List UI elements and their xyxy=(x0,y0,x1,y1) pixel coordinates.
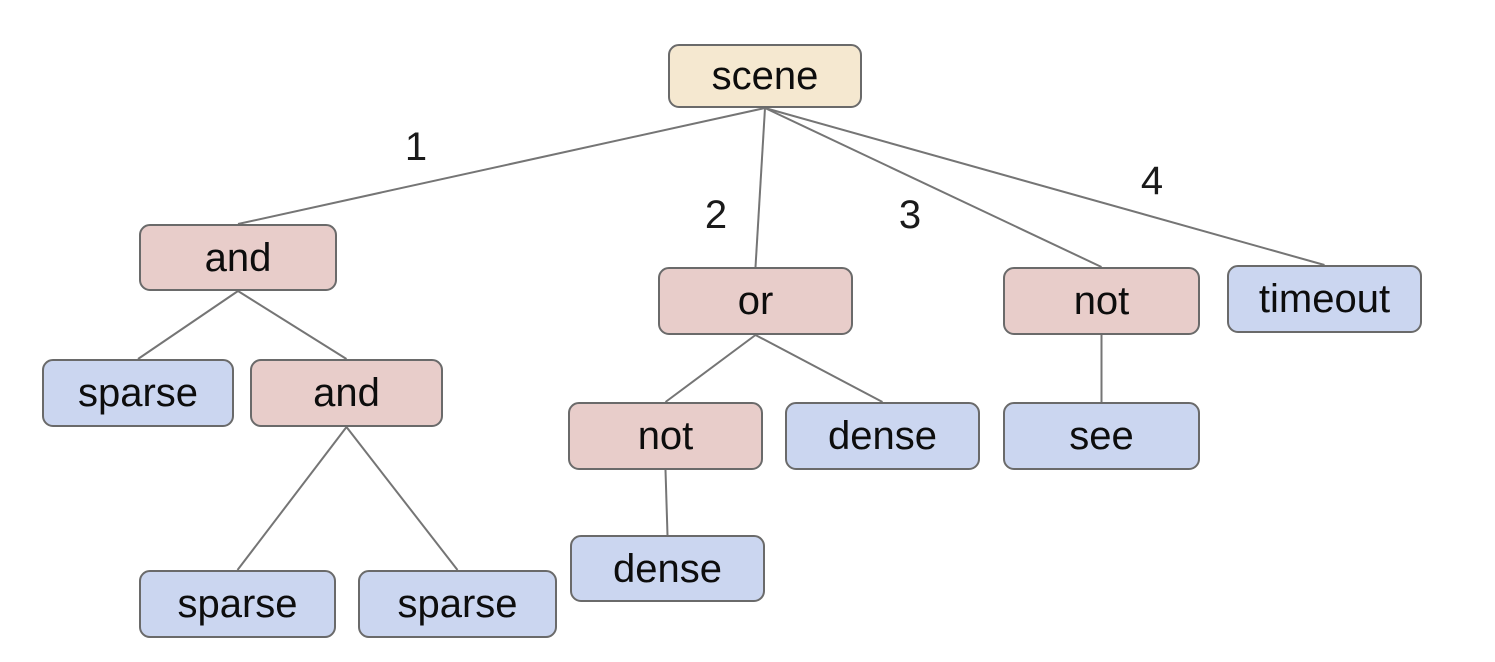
tree-edge-or-1-dense-1 xyxy=(755,334,883,403)
tree-edge-or-1-not-2 xyxy=(664,334,757,403)
tree-edge-scene-or-1 xyxy=(754,107,766,268)
tree-node-scene[interactable]: scene xyxy=(668,44,862,108)
tree-node-see-1[interactable]: see xyxy=(1003,402,1200,470)
edge-label-4: 4 xyxy=(1140,159,1164,203)
tree-edge-scene-timeout-1 xyxy=(764,107,1325,266)
tree-edge-scene-and-1 xyxy=(237,107,766,225)
edge-label-1: 1 xyxy=(404,125,428,169)
tree-node-or-1[interactable]: or xyxy=(658,267,853,335)
tree-edge-and-2-sparse-3 xyxy=(345,426,459,571)
tree-node-and-2[interactable]: and xyxy=(250,359,443,427)
tree-edge-and-2-sparse-2 xyxy=(236,426,348,571)
tree-edge-scene-not-1 xyxy=(764,107,1102,268)
tree-node-dense-1[interactable]: dense xyxy=(785,402,980,470)
tree-edge-and-1-and-2 xyxy=(237,290,348,360)
tree-node-timeout-1[interactable]: timeout xyxy=(1227,265,1422,333)
tree-edge-and-1-sparse-1 xyxy=(137,290,239,360)
tree-node-not-1[interactable]: not xyxy=(1003,267,1200,335)
edge-label-2: 2 xyxy=(704,193,728,237)
tree-node-not-2[interactable]: not xyxy=(568,402,763,470)
tree-edge-not-2-dense-2 xyxy=(664,469,669,536)
tree-node-sparse-1[interactable]: sparse xyxy=(42,359,234,427)
tree-node-and-1[interactable]: and xyxy=(139,224,337,291)
tree-node-sparse-3[interactable]: sparse xyxy=(358,570,557,638)
tree-node-sparse-2[interactable]: sparse xyxy=(139,570,336,638)
edge-label-3: 3 xyxy=(898,193,922,237)
tree-node-dense-2[interactable]: dense xyxy=(570,535,765,602)
